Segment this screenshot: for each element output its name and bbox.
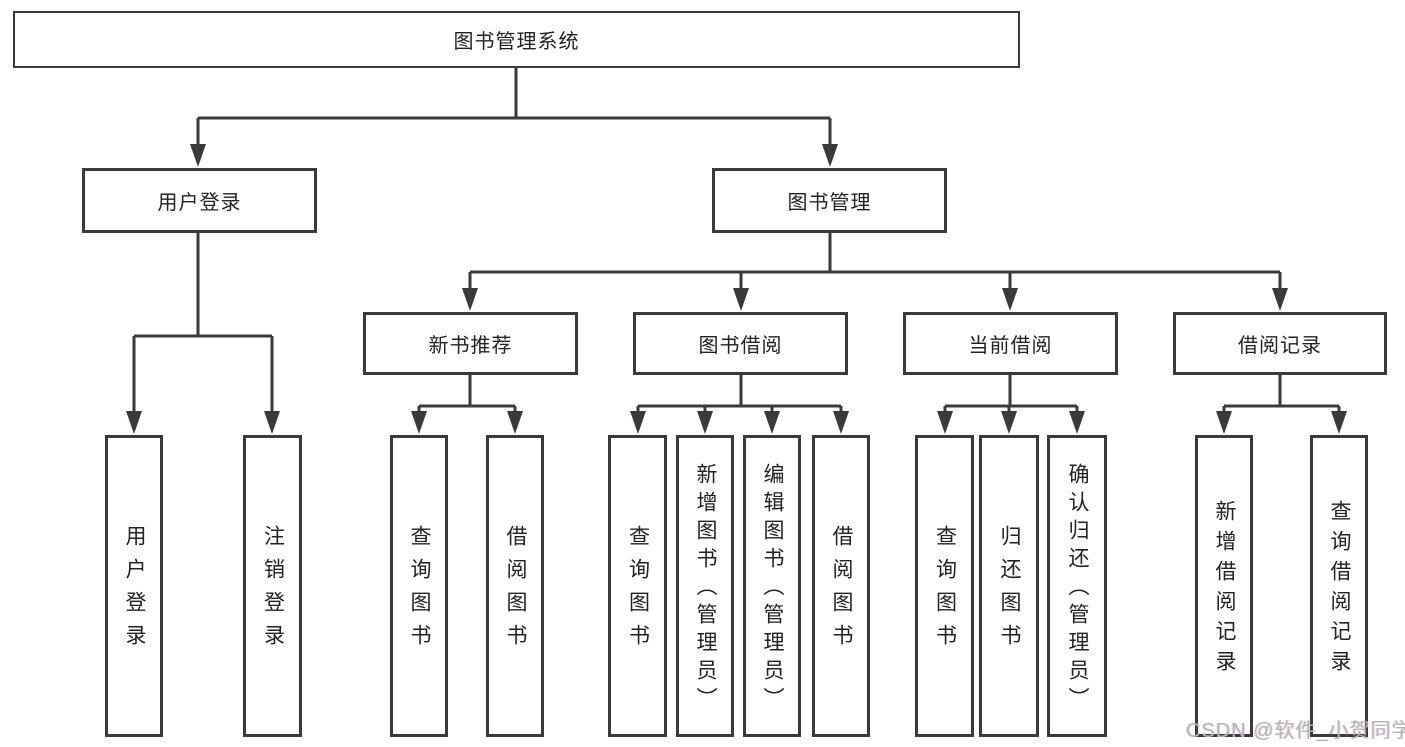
node-label: 查询图书 bbox=[626, 525, 650, 657]
leaf-borrowing-borrow-books: 借阅图书 bbox=[812, 435, 870, 737]
node-label: 图书管理 bbox=[787, 192, 872, 214]
arrowheads bbox=[126, 144, 1347, 434]
leaf-recommend-borrow-books: 借阅图书 bbox=[486, 435, 544, 737]
node-borrowing-records: 借阅记录 bbox=[1173, 312, 1387, 375]
leaf-edit-books-admin: 编辑图书（管理员） bbox=[743, 435, 801, 737]
node-label: 当前借阅 bbox=[968, 335, 1053, 357]
node-label: 新增借阅记录 bbox=[1213, 500, 1236, 680]
node-label: 编辑图书（管理员） bbox=[761, 463, 784, 715]
csdn-watermark: CSDN @软件_小贺同学 bbox=[1186, 720, 1405, 742]
node-label: 注销登录 bbox=[261, 525, 285, 657]
leaf-add-books-admin: 新增图书（管理员） bbox=[676, 435, 734, 737]
node-label: 借阅图书 bbox=[830, 525, 853, 657]
node-current-borrowing: 当前借阅 bbox=[903, 312, 1118, 375]
leaf-borrowing-query-books: 查询图书 bbox=[608, 435, 667, 737]
node-label: 新增图书（管理员） bbox=[694, 463, 717, 715]
leaf-return-books: 归还图书 bbox=[979, 435, 1039, 737]
leaf-confirm-return-admin: 确认归还（管理员） bbox=[1047, 435, 1107, 737]
node-book-management: 图书管理 bbox=[712, 168, 947, 233]
node-label: 查询图书 bbox=[933, 525, 957, 657]
leaf-logout: 注销登录 bbox=[243, 435, 302, 737]
node-label: 借阅图书 bbox=[504, 525, 527, 657]
node-user-login: 用户登录 bbox=[82, 168, 317, 233]
node-label: 新书推荐 bbox=[428, 335, 513, 357]
node-book-borrowing: 图书借阅 bbox=[633, 312, 848, 375]
node-label: 用户登录 bbox=[123, 525, 146, 657]
node-label: 用户登录 bbox=[157, 192, 242, 214]
leaf-user-login: 用户登录 bbox=[105, 435, 163, 737]
leaf-add-borrow-record: 新增借阅记录 bbox=[1195, 435, 1253, 737]
node-label: 图书管理系统 bbox=[453, 31, 580, 53]
node-label: 查询借阅记录 bbox=[1328, 500, 1351, 680]
leaf-recommend-query-books: 查询图书 bbox=[390, 435, 448, 737]
node-library-management-system: 图书管理系统 bbox=[13, 11, 1020, 68]
node-label: 查询图书 bbox=[408, 525, 431, 657]
node-label: 确认归还（管理员） bbox=[1066, 463, 1089, 715]
node-label: 图书借阅 bbox=[698, 335, 783, 357]
node-label: 借阅记录 bbox=[1238, 335, 1322, 357]
leaf-current-query-books: 查询图书 bbox=[915, 435, 974, 737]
node-label: 归还图书 bbox=[998, 525, 1021, 657]
leaf-query-borrow-record: 查询借阅记录 bbox=[1310, 435, 1368, 737]
node-new-book-recommendation: 新书推荐 bbox=[363, 312, 578, 375]
